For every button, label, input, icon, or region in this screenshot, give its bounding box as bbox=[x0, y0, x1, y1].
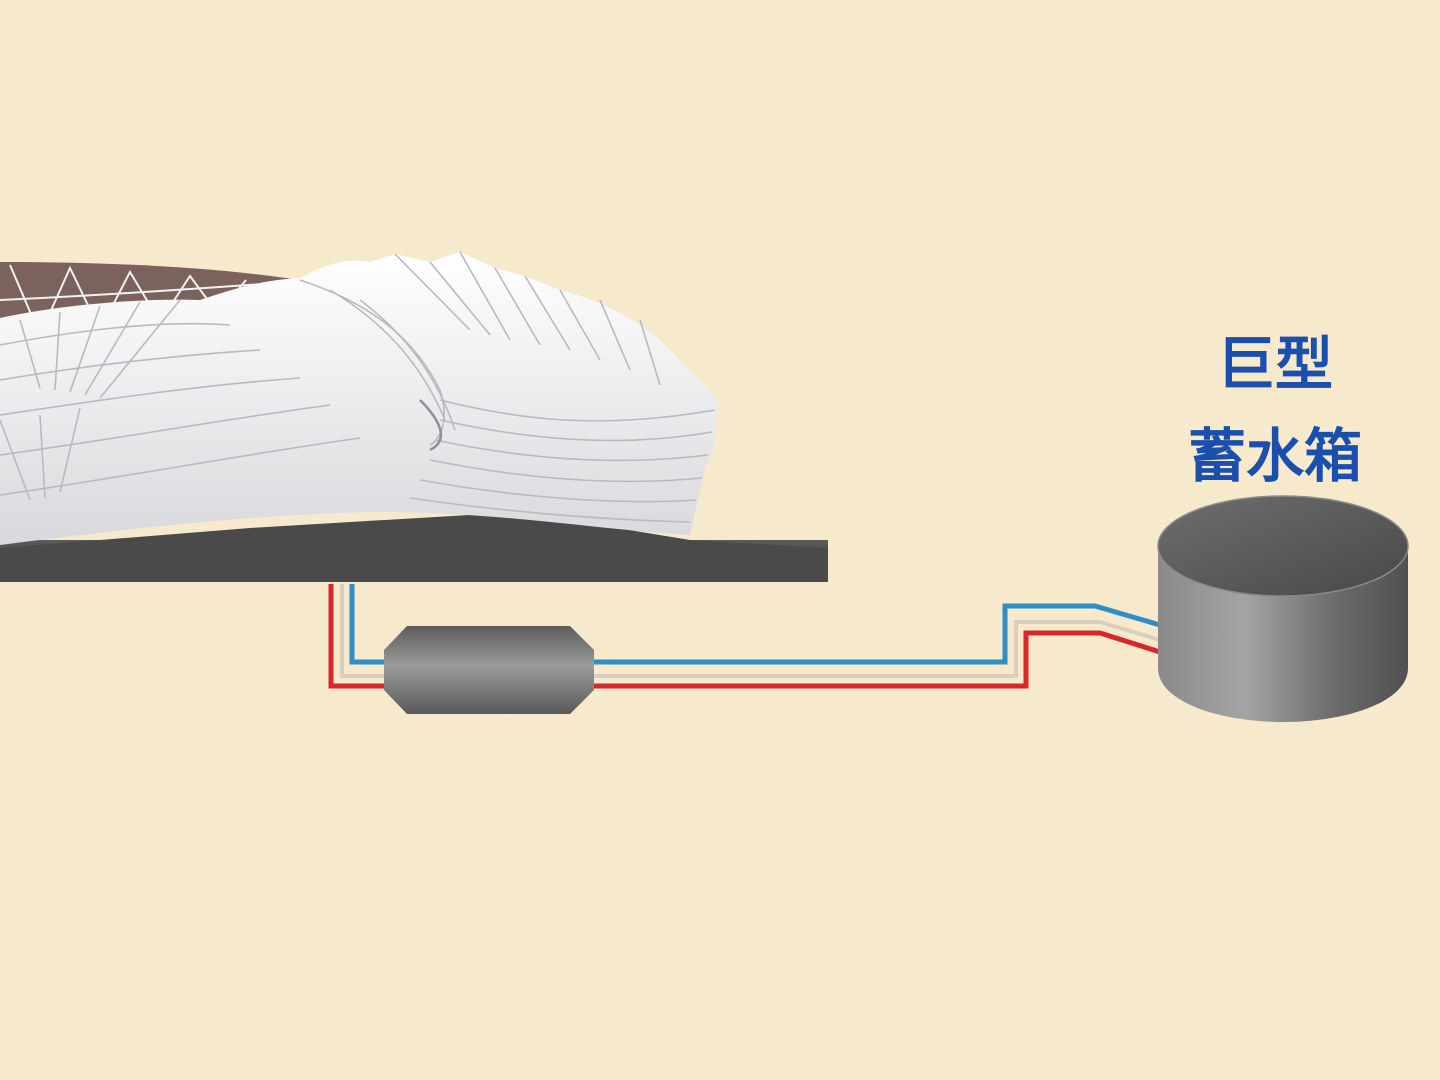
pipe-shadow-line bbox=[340, 584, 1161, 678]
stadium-roof-folds bbox=[0, 251, 716, 523]
storage-tank-label: 巨型 蓄水箱 bbox=[1140, 318, 1410, 502]
storage-tank-top bbox=[1158, 496, 1408, 596]
stadium-roof-crease bbox=[419, 399, 442, 452]
storage-tank-label-line2: 蓄水箱 bbox=[1187, 422, 1362, 490]
heat-exchanger bbox=[384, 626, 594, 714]
pipe-network bbox=[328, 584, 1161, 689]
storage-tank bbox=[1157, 495, 1409, 722]
storage-tank-rim bbox=[1157, 495, 1409, 597]
stadium-dark-base bbox=[0, 512, 828, 582]
storage-tank-label-line1: 巨型 bbox=[1216, 330, 1333, 398]
stadium-roof bbox=[0, 252, 718, 545]
hot-pipe bbox=[328, 584, 1161, 689]
stadium bbox=[0, 251, 828, 582]
heat-exchanger-body bbox=[384, 626, 594, 714]
cold-pipe bbox=[349, 584, 1161, 665]
